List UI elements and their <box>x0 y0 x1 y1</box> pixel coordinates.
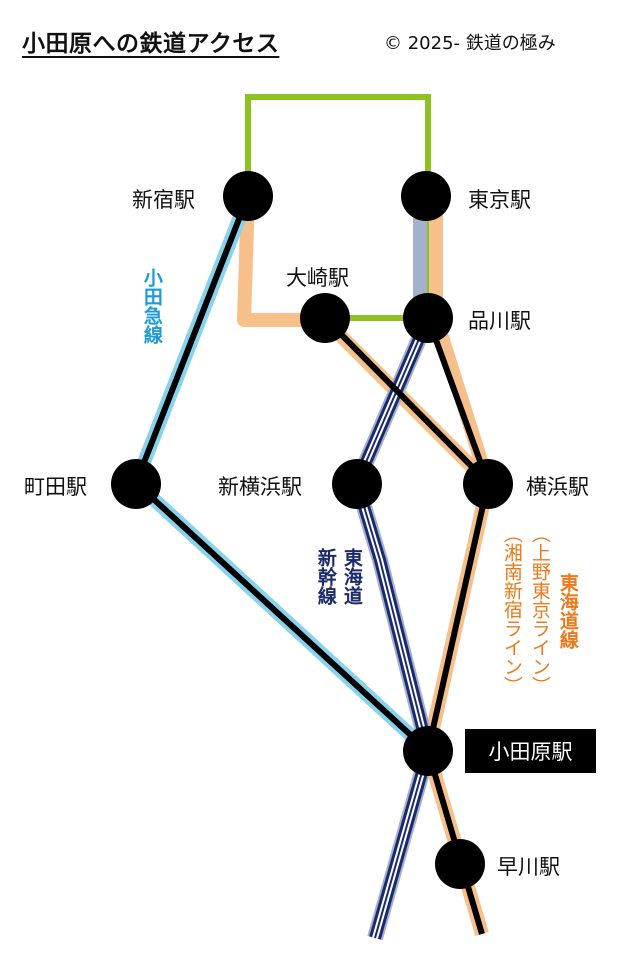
station-label-odawara: 小田原駅 <box>465 729 596 773</box>
station-dot-shinjuku <box>223 171 273 221</box>
copyright-text: © 2025- 鉄道の極み <box>384 33 556 54</box>
station-label-machida: 町田駅 <box>24 475 87 499</box>
station-label-hayakawa: 早川駅 <box>497 855 560 879</box>
station-dot-shin-yokohama <box>332 459 382 509</box>
station-label-shin-yokohama: 新横浜駅 <box>218 475 302 499</box>
station-dot-yokohama <box>463 459 513 509</box>
line-label-odakyu: 小田急線 <box>140 268 163 344</box>
station-dot-hayakawa <box>435 839 485 889</box>
station-label-shinagawa: 品川駅 <box>468 309 531 333</box>
station-dot-shinagawa <box>403 293 453 343</box>
line-label-tokaido-1: 東海道線 <box>556 573 579 649</box>
line-label-shinkansen-1: 東海道 <box>340 548 363 605</box>
line-label-tokaido-2: （上野東京ライン） <box>528 524 551 695</box>
station-dot-tokyo <box>401 171 451 221</box>
line-label-tokaido-3: （湘南新宿ライン） <box>500 524 523 695</box>
line-label-shinkansen-2: 新幹線 <box>314 548 337 605</box>
station-dot-odawara <box>403 726 453 776</box>
station-label-osaki: 大崎駅 <box>286 266 349 290</box>
shonan-shinjuku-service <box>322 315 491 486</box>
shonan-shinjuku-band <box>237 195 493 488</box>
station-label-tokyo: 東京駅 <box>468 188 531 212</box>
station-dot-osaki <box>300 293 350 343</box>
station-label-yokohama: 横浜駅 <box>526 475 589 499</box>
station-dot-machida <box>111 459 161 509</box>
page-title: 小田原への鉄道アクセス <box>22 31 280 57</box>
station-label-shinjuku: 新宿駅 <box>132 188 195 212</box>
